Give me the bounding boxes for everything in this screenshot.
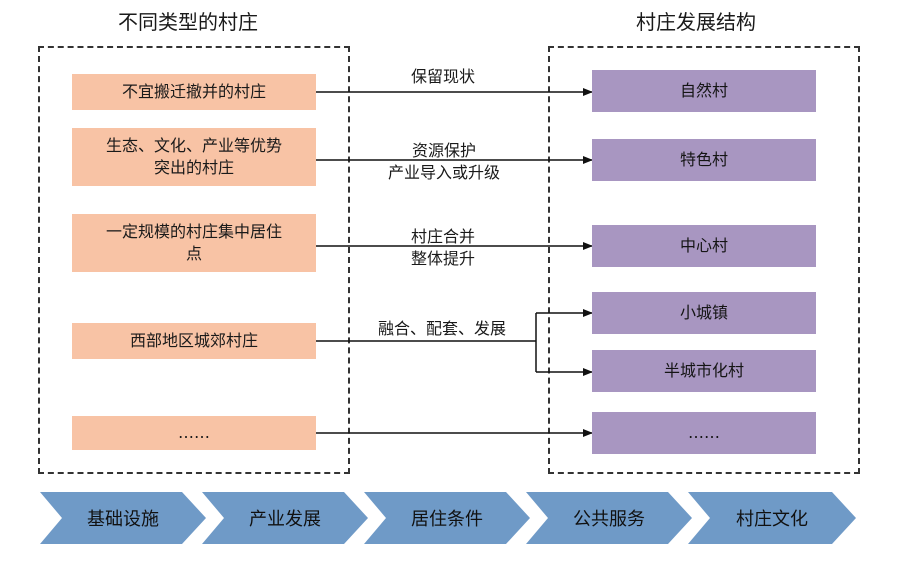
strategy-label: 资源保护 产业导入或升级 [387, 141, 500, 182]
foundation-label: 村庄文化 [736, 509, 808, 530]
village-type-box: 生态、文化、产业等优势 突出的村庄 [72, 128, 316, 186]
structure-label: 半城市化村 [663, 361, 744, 380]
foundation-label: 产业发展 [249, 509, 321, 530]
structure-label: 特色村 [679, 150, 728, 169]
heading-village-types: 不同类型的村庄 [118, 10, 258, 34]
chevron-shape [364, 492, 530, 544]
strategy-label: 保留现状 [410, 67, 475, 86]
village-type-box: 一定规模的村庄集中居住 点 [72, 214, 316, 272]
structure-label: 小城镇 [679, 303, 728, 322]
foundation-label: 公共服务 [573, 509, 645, 530]
foundation-label: 基础设施 [87, 509, 159, 530]
structure-box: 自然村 [592, 70, 816, 112]
structure-box: 半城市化村 [592, 350, 816, 392]
strategy-label: 融合、配套、发展 [377, 319, 506, 338]
heading-development-structure: 村庄发展结构 [636, 10, 756, 34]
left-dashed-panel [38, 46, 350, 474]
structure-box: 特色村 [592, 139, 816, 181]
village-type-label: 一定规模的村庄集中居住 点 [105, 222, 282, 263]
village-type-label: …… [178, 423, 210, 442]
village-type-box: 西部地区城郊村庄 [72, 323, 316, 359]
foundation-chevron: 产业发展 [202, 492, 368, 544]
foundation-label: 居住条件 [411, 509, 483, 530]
foundation-chevron: 居住条件 [364, 492, 530, 544]
structure-label: …… [688, 423, 720, 442]
structure-label: 自然村 [679, 81, 728, 100]
village-type-label: 生态、文化、产业等优势 突出的村庄 [105, 136, 282, 177]
foundation-chevron: 村庄文化 [688, 492, 856, 544]
village-type-label: 西部地区城郊村庄 [129, 331, 258, 350]
right-dashed-panel [548, 46, 860, 474]
foundation-chevron: 公共服务 [526, 492, 692, 544]
structure-box: …… [592, 412, 816, 454]
village-type-label: 不宜搬迁撤并的村庄 [121, 82, 266, 101]
structure-box: 中心村 [592, 225, 816, 267]
chevron-shape [526, 492, 692, 544]
chevron-shape [202, 492, 368, 544]
foundation-chevron: 基础设施 [40, 492, 206, 544]
village-type-box: 不宜搬迁撤并的村庄 [72, 74, 316, 110]
chevron-shape [688, 492, 856, 544]
structure-box: 小城镇 [592, 292, 816, 334]
structure-label: 中心村 [679, 236, 728, 255]
chevron-shape [40, 492, 206, 544]
village-type-box: …… [72, 416, 316, 450]
strategy-label: 村庄合并 整体提升 [410, 227, 475, 268]
